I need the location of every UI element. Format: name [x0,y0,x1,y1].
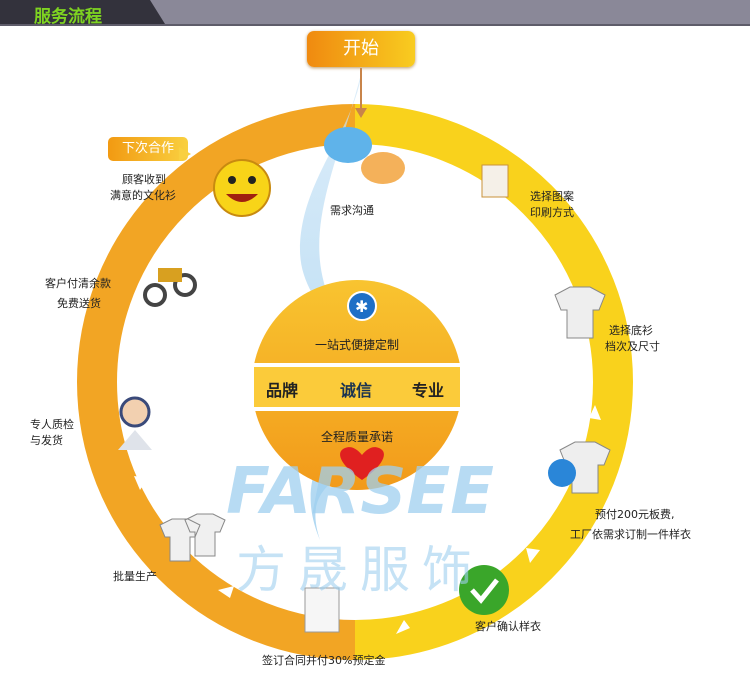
center-value-integrity: 诚信 [340,381,373,400]
check-icon [459,565,509,615]
step-10-label: 顾客收到满意的文化衫 [110,173,176,202]
header-tab [0,0,165,24]
smiley-icon [213,159,271,217]
step-1-label: 需求沟通 [330,204,374,217]
step-7-label: 批量生产 [113,570,157,583]
gear-icon [548,459,576,487]
center-value-professional: 专业 [412,381,445,400]
watermark-brand: FARSEE [226,455,494,529]
start-button: 开始 [307,31,415,67]
heart-icon [340,447,384,480]
step-8-label: 专人质检与发货 [30,418,74,447]
tshirts-icon [159,513,226,562]
start-arrow-head [355,108,367,118]
inspector-avatar-icon [119,396,151,428]
center-tagline: 一站式便捷定制 [314,338,399,352]
easel-icon [481,164,509,198]
center-band [250,363,464,411]
step-5-label: 客户确认样衣 [475,620,541,633]
center-quality-promise: 全程质量承诺 [320,430,393,444]
step-icons [118,127,611,633]
person-glyph: ✱ [355,297,368,316]
next-cooperation-callout: 下次合作 [108,137,191,161]
header-title: 服务流程 [34,7,102,27]
step-9-label: 客户付清余款免费送货 [45,277,111,310]
accessibility-icon [347,291,377,321]
tshirt-icon [554,286,606,339]
watermark-cn: 方晟服饰 [236,541,484,599]
header-bar: 服务流程 [0,0,750,27]
step-2-label: 选择图案印刷方式 [530,190,574,219]
step-3-label: 选择底衫档次及尺寸 [605,324,660,353]
delivery-motorbike-icon [143,283,167,307]
step-6-label: 签订合同并付30%预定金 [262,654,386,667]
ring-left-half [77,104,356,660]
chat-bubble-icon [324,127,372,163]
step-4-label: 预付200元板费,工厂依需求订制一件样衣 [570,508,691,541]
contract-icon [304,587,340,633]
center-value-brand: 品牌 [266,381,299,400]
